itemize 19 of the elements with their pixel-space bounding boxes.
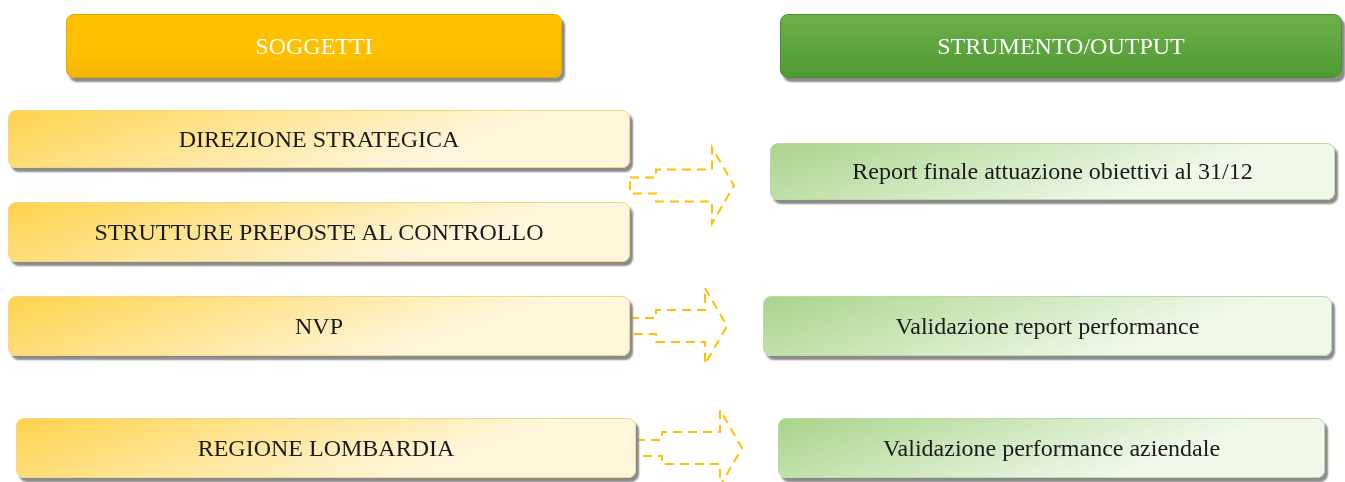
output-box [778,418,1325,478]
box-label: DIREZIONE STRATEGICA [178,125,460,153]
box-label: NVP [295,312,343,340]
header-box [780,14,1342,78]
box-label: STRUMENTO/OUTPUT [937,32,1185,60]
header-box [66,14,562,78]
output-box [770,143,1335,200]
box-label: REGIONE LOMBARDIA [197,434,455,462]
box-label: Report finale attuazione obiettivi al 31/12 [852,158,1253,185]
box-label: Validazione performance aziendale [882,434,1221,462]
box-label: Validazione report performance [895,312,1200,340]
box-label: STRUTTURE PREPOSTE AL CONTROLLO [94,218,544,246]
subject-box [8,110,630,168]
subject-box [8,202,630,262]
output-box [763,296,1332,356]
dashed-block-arrow [629,143,736,228]
subject-box [8,296,630,356]
box-label: SOGGETTI [255,32,373,60]
subject-box [16,418,636,478]
